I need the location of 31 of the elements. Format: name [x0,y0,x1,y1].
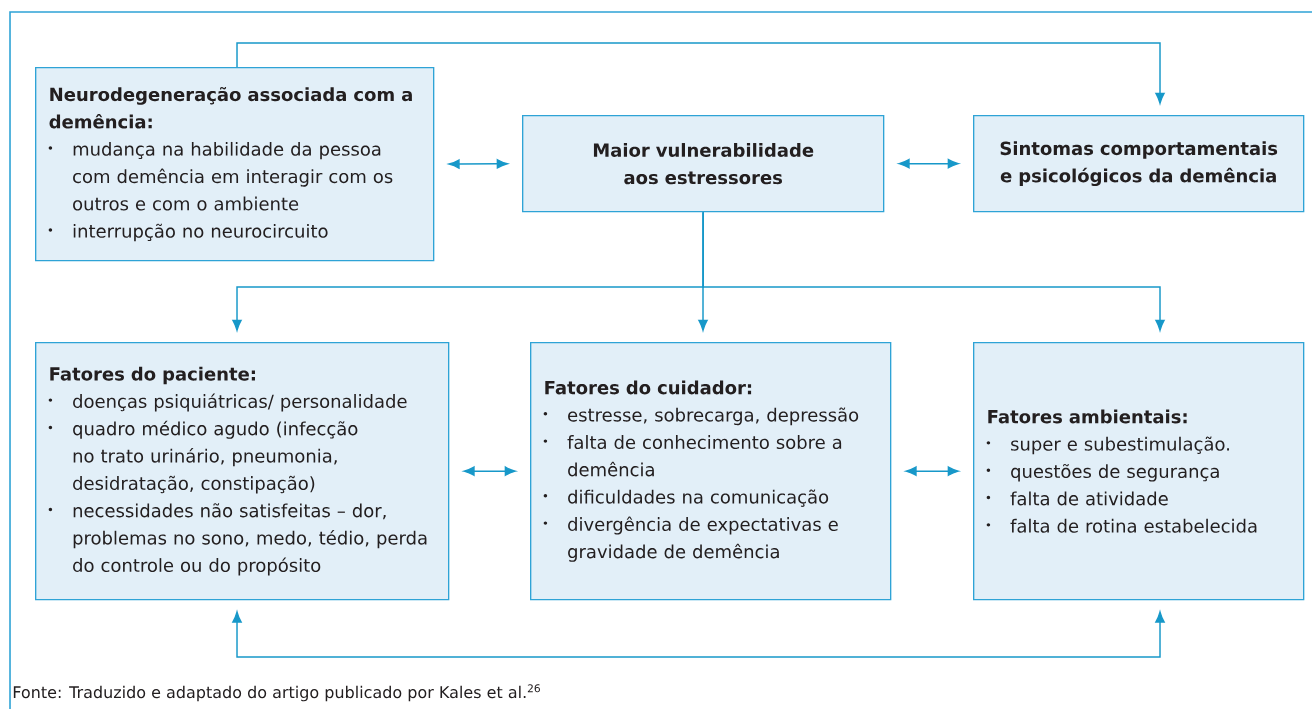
caption: Fonte: Traduzido e adaptado do artigo publicado por Kales et al.$^{26}$ [13,684,540,702]
bullet-item: falta de rotina estabelecida [1010,518,1257,533]
arrow [232,611,1165,658]
box-title: Sintomas comportamentais e psicológicos da demência [1000,141,1278,187]
bullet-item: questões de segurança [1011,463,1219,482]
bullet-item: super e subestimulação. [1011,436,1229,455]
arrow [898,158,959,169]
bullet-item: necessidades não satisfeitas – dor, problemas no sono, medo, tédio, perda do controle ou do propósito [73,503,427,576]
box-heading: Fatores do paciente: [50,366,255,385]
bullet-item: interrupção no neurocircuito [73,223,328,242]
box-heading: Fatores do cuidador: [545,380,752,395]
arrow [463,466,516,476]
arrow [448,159,508,169]
arrow [905,466,959,476]
bullet-item: divergência de expectativas e gravidade de demência [568,516,838,562]
box-heading: Neurodegeneração associada com a demência: [49,86,412,129]
box-title: Maior vulnerabilidade aos estressores [593,143,814,185]
process-box [35,67,435,262]
bullet-item: quadro médico agudo (infecção no trato urinário, pneumonia, desidratação, constipação) [73,420,358,494]
bullet-item: estresse, sobrecarga, depressão [568,407,859,426]
process-box [973,115,1305,213]
box-heading: Fatores ambientais: [988,409,1187,424]
arrow [702,211,1165,331]
bullet-item: falta de atividade [1010,491,1168,506]
process-box [973,342,1305,601]
arrow [236,42,1165,104]
bullet-item: doenças psiquiátricas/ personalidade [73,393,407,412]
bullet-item: dificuldades na comunicação [568,489,829,507]
process-box [35,342,450,601]
process-box [522,115,885,213]
process-box [530,342,892,601]
